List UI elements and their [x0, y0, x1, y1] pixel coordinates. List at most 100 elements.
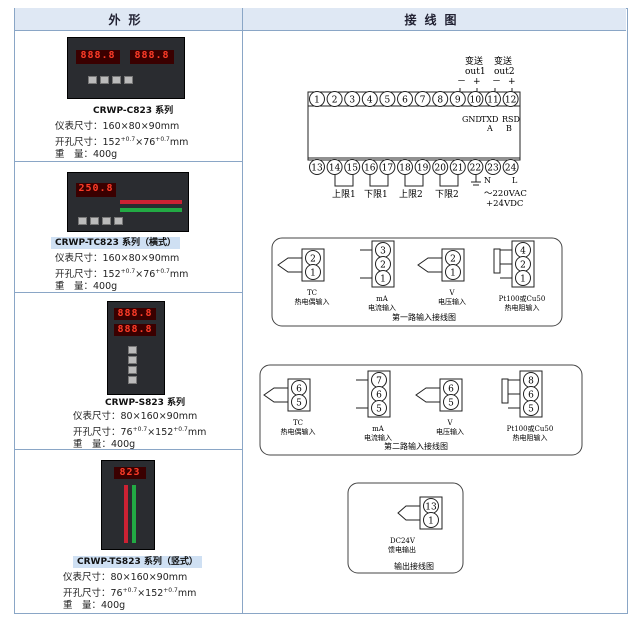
terminal-number: 1 — [428, 517, 434, 527]
device-cell-2: 250.8 CRWP-TC823 系列（横式） 仪表尺寸：160×80×90mm… — [15, 162, 242, 293]
terminal-top — [379, 91, 396, 107]
output-label-2: 馈电输出 — [388, 545, 416, 554]
terminal-bottom — [414, 159, 431, 175]
b-label: B — [506, 124, 512, 133]
terminal-number: 1 — [520, 275, 526, 285]
input-type-label: mA — [372, 425, 385, 433]
input-type-desc: 电压输入 — [438, 297, 466, 306]
terminal-number: 21 — [452, 164, 463, 174]
input1-group: 21TC热电偶输入321mA电流输入21V电压输入421Pt100或Cu50热电… — [277, 240, 545, 312]
device-image-tc823: 250.8 — [67, 172, 189, 232]
output-box — [347, 482, 464, 574]
device-image-c823: 888.8 888.8 — [67, 37, 185, 99]
terminal-top — [502, 91, 519, 107]
device-image-s823: 888.8 888.8 — [107, 301, 165, 395]
terminal-number: 15 — [346, 164, 358, 174]
terminal-number: 1 — [380, 275, 386, 285]
instrument-body — [307, 91, 521, 161]
led-display-pv: 888.8 — [114, 308, 156, 320]
terminal-number: 4 — [520, 247, 526, 257]
input2-group: 65TC热电偶输入765mA电流输入65V电压输入865Pt100或Cu50热电… — [263, 370, 554, 442]
terminal-number: 2 — [450, 255, 456, 265]
terminal — [523, 400, 539, 416]
terminal-number: 7 — [420, 96, 426, 106]
power-dc-label: +24VDC — [486, 199, 523, 209]
terminal-number: 2 — [310, 255, 316, 265]
device-cell-4: 823 CRWP-TS823 系列（竖式） 仪表尺寸：80×160×90mm 开… — [15, 450, 242, 612]
terminal-top — [344, 91, 361, 107]
terminal-number: 2 — [520, 261, 526, 271]
device-button — [128, 366, 137, 374]
led-display-pv: 888.8 — [76, 50, 120, 64]
input-type-desc: 电压输入 — [436, 427, 464, 436]
input-type-desc: 热电阻输入 — [505, 303, 540, 312]
input-type-label: Pt100或Cu50 — [507, 424, 554, 433]
terminal-top — [414, 91, 431, 107]
terminal-number: 23 — [487, 164, 499, 174]
terminal — [445, 264, 461, 280]
terminal-bottom — [379, 159, 396, 175]
device-button — [112, 76, 121, 84]
bargraph — [132, 485, 136, 543]
terminal-number: 22 — [470, 164, 481, 174]
terminal — [375, 270, 391, 286]
terminal-bottom — [502, 159, 519, 175]
header-appearance: 外形 — [15, 8, 242, 31]
terminal-number: 1 — [310, 269, 316, 279]
header-wiring: 接线图 — [243, 8, 626, 31]
minus-label: － — [492, 77, 501, 87]
model-name: CRWP-C823 系列 — [93, 106, 174, 116]
input-type-label: TC — [307, 289, 317, 297]
terminal-number: 6 — [402, 96, 408, 106]
terminal-number: 24 — [505, 164, 517, 174]
plus-label: + — [508, 77, 516, 87]
model-name: CRWP-S823 系列 — [105, 398, 186, 408]
terminal — [291, 394, 307, 410]
column-divider — [242, 8, 243, 613]
terminal-top — [309, 91, 325, 107]
bargraph — [124, 485, 128, 543]
out1-sub-label: out1 — [465, 67, 486, 77]
device-button — [90, 217, 99, 225]
terminal-number: 20 — [434, 164, 446, 174]
model-name: CRWP-TC823 系列（横式） — [51, 237, 180, 249]
terminal-number: 19 — [417, 164, 429, 174]
led-display-pv: 250.8 — [76, 183, 116, 197]
limit-label: 上限2 — [399, 189, 423, 200]
terminal — [423, 512, 439, 528]
terminal-number: 9 — [455, 96, 461, 106]
terminal-top — [397, 91, 413, 107]
terminal-top — [326, 91, 343, 107]
terminal-number: 7 — [376, 377, 382, 387]
terminal-number: 1 — [314, 96, 320, 106]
terminal-number: 5 — [296, 399, 302, 409]
limit-label: 下限1 — [364, 189, 388, 200]
input-type-label: TC — [293, 419, 303, 427]
led-display-sv: 888.8 — [130, 50, 174, 64]
terminal-number: 6 — [296, 385, 302, 395]
device-cell-1: 888.8 888.8 CRWP-C823 系列 仪表尺寸：160×80×90m… — [15, 31, 242, 162]
device-image-ts823: 823 — [101, 460, 155, 550]
out2-sub-label: out2 — [494, 67, 515, 77]
output-group: 131 — [397, 496, 443, 530]
terminal-number: 5 — [528, 405, 534, 415]
device-button — [128, 356, 137, 364]
terminal-bottom — [467, 159, 484, 175]
terminal-top — [467, 91, 484, 107]
spec-block: 仪表尺寸：160×80×90mm 开孔尺寸：152+0.7×76+0.7mm 重… — [55, 253, 189, 293]
terminal — [443, 394, 459, 410]
l-label: L — [512, 176, 518, 185]
terminal-bottom — [361, 159, 378, 175]
input-type-desc: 热电阻输入 — [513, 433, 548, 442]
terminal-number: 1 — [450, 269, 456, 279]
input1-box — [271, 237, 563, 327]
device-button — [128, 346, 137, 354]
led-display-sv: 888.8 — [114, 324, 156, 336]
spec-block: 仪表尺寸：160×80×90mm 开孔尺寸：152+0.7×76+0.7mm 重… — [55, 121, 189, 161]
terminal-number: 17 — [382, 164, 394, 174]
terminal-top — [485, 91, 501, 107]
terminal-number: 13 — [311, 164, 323, 174]
spec-block: 仪表尺寸：80×160×90mm 开孔尺寸：76+0.7×152+0.7mm 重… — [73, 411, 207, 451]
gnd-label: GND — [462, 115, 482, 124]
